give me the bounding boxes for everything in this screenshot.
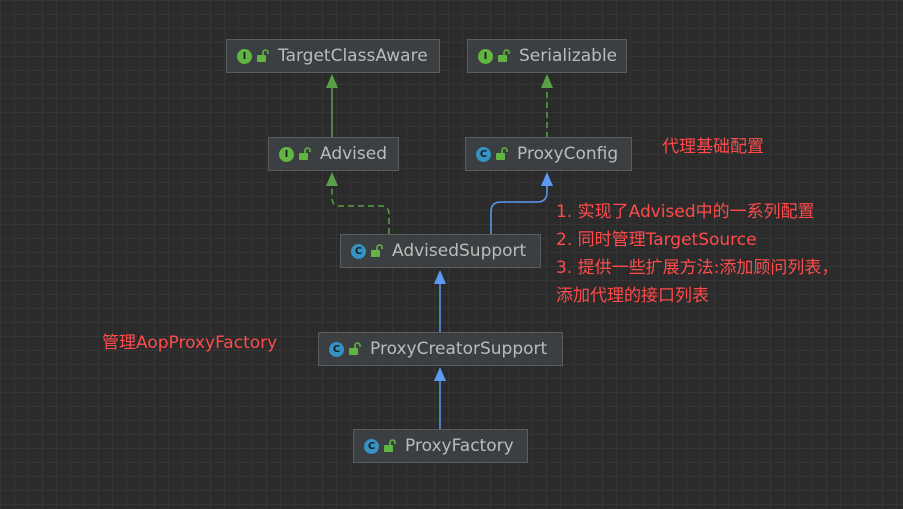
node-label: Serializable <box>519 46 618 66</box>
edge-advised-to-targetclassaware <box>326 74 338 138</box>
annotation-line: 3. 提供一些扩展方法:添加顾问列表， <box>556 258 839 278</box>
class-icon: C <box>329 341 344 357</box>
node-proxyfactory[interactable]: C ProxyFactory <box>353 429 528 463</box>
unlock-icon <box>349 342 361 355</box>
node-label: ProxyConfig <box>517 144 619 164</box>
annotation-text: 管理AopProxyFactory <box>102 333 278 353</box>
node-advisedsupport[interactable]: C AdvisedSupport <box>340 234 541 268</box>
annotation-proxyconfig: 代理基础配置 <box>662 133 764 161</box>
unlock-icon <box>384 439 396 452</box>
node-label: Advised <box>320 144 388 164</box>
edge-proxycreatorsupport-to-advisedsupport <box>434 270 446 332</box>
annotation-line: 2. 同时管理TargetSource <box>556 230 757 250</box>
node-targetclassaware[interactable]: I TargetClassAware <box>226 39 440 73</box>
unlock-icon <box>498 49 510 62</box>
unlock-icon <box>496 147 508 160</box>
class-icon: C <box>364 438 379 454</box>
annotation-line: 添加代理的接口列表 <box>556 286 709 306</box>
edge-proxyconfig-to-serializable <box>541 74 553 138</box>
unlock-icon <box>371 244 383 257</box>
interface-icon: I <box>279 146 294 162</box>
interface-icon: I <box>237 48 252 64</box>
node-label: AdvisedSupport <box>392 241 527 261</box>
annotation-line: 1. 实现了Advised中的一系列配置 <box>556 202 815 222</box>
annotation-text: 代理基础配置 <box>662 137 764 157</box>
edge-advisedsupport-to-proxyconfig <box>490 172 553 234</box>
node-proxyconfig[interactable]: C ProxyConfig <box>465 137 632 171</box>
annotation-proxycreatorsupport: 管理AopProxyFactory <box>102 329 277 357</box>
interface-icon: I <box>478 48 493 64</box>
unlock-icon <box>257 49 269 62</box>
edge-proxyfactory-to-proxycreatorsupport <box>434 367 446 429</box>
node-advised[interactable]: I Advised <box>268 137 399 171</box>
class-icon: C <box>351 243 366 259</box>
edge-advisedsupport-to-advised <box>326 172 390 234</box>
annotation-advisedsupport: 1. 实现了Advised中的一系列配置 2. 同时管理TargetSource… <box>556 198 838 310</box>
class-icon: C <box>476 146 491 162</box>
node-label: TargetClassAware <box>278 46 428 66</box>
node-label: ProxyCreatorSupport <box>370 339 548 359</box>
unlock-icon <box>299 147 311 160</box>
node-label: ProxyFactory <box>405 436 514 456</box>
node-serializable[interactable]: I Serializable <box>467 39 627 73</box>
node-proxycreatorsupport[interactable]: C ProxyCreatorSupport <box>318 332 563 366</box>
